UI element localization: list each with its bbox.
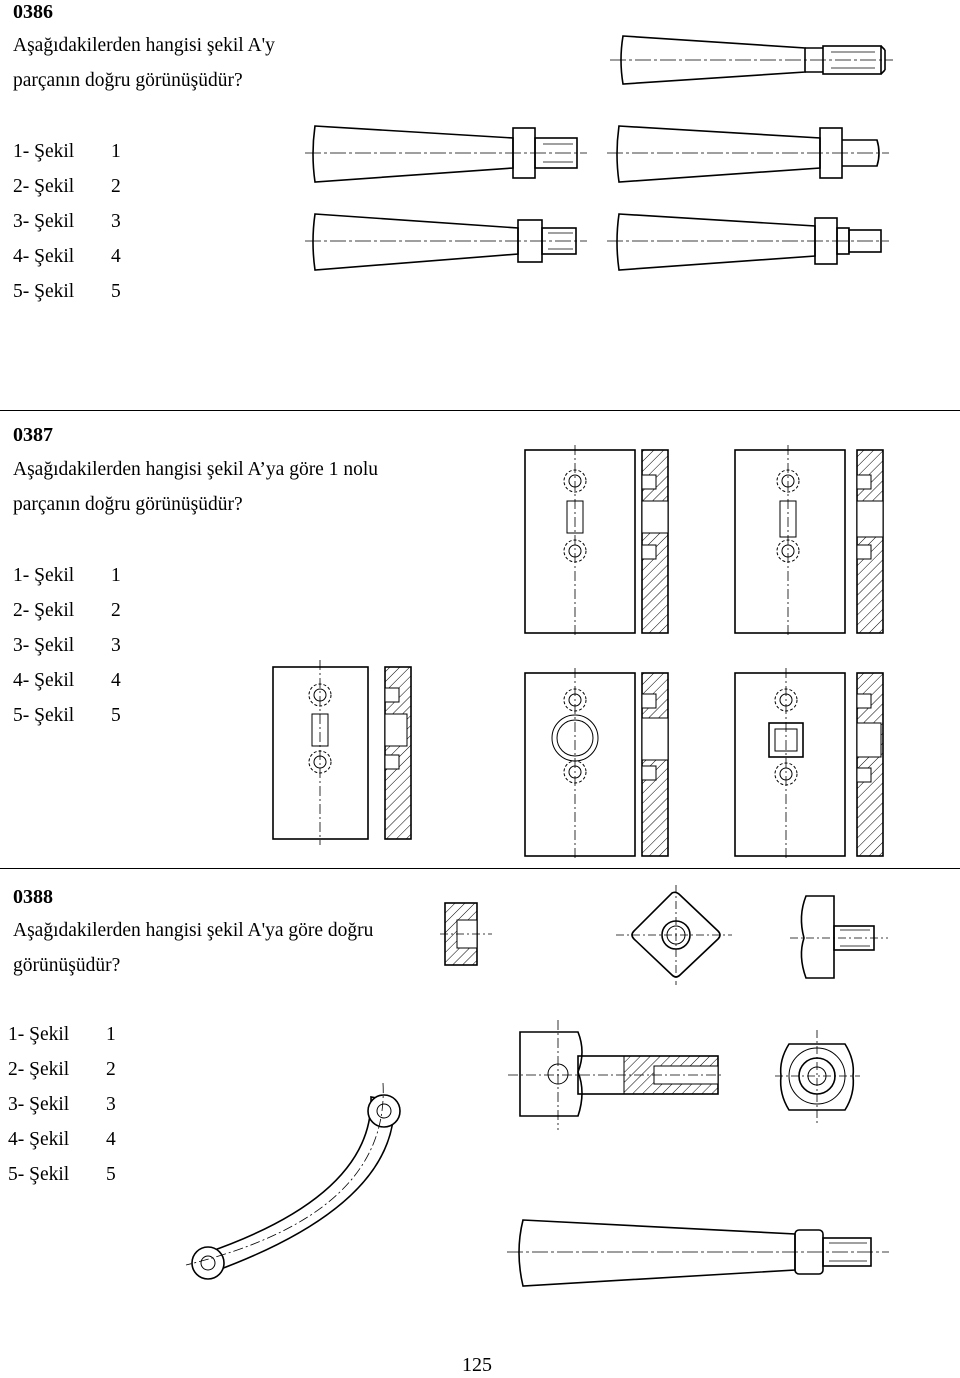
question-number: 0386 — [13, 1, 53, 23]
plate-front-view-3 — [272, 660, 412, 845]
question-text-line1: Aşağıdakilerden hangisi şekil A'ya göre … — [13, 920, 374, 941]
page-number: 125 — [462, 1354, 492, 1376]
question-text-line1: Aşağıdakilerden hangisi şekil A’ya göre … — [13, 459, 379, 480]
handle-figure-2 — [607, 125, 889, 183]
tapered-handle-figure — [507, 1219, 889, 1287]
plate-front-view-1 — [524, 445, 669, 635]
bolt-side-view — [790, 895, 888, 979]
handle-figure-4 — [607, 213, 889, 271]
question-number: 0387 — [13, 424, 53, 446]
curved-lever-figure — [185, 1082, 401, 1280]
question-number: 0388 — [13, 886, 53, 908]
plate-front-view-4 — [524, 668, 669, 858]
plate-front-view-2 — [734, 445, 884, 635]
question-text-line2: parçanın doğru görünüşüdür? — [13, 494, 243, 515]
section-view-figure — [440, 902, 492, 966]
plate-front-view-5 — [734, 668, 884, 858]
bolt-section-view — [508, 1020, 723, 1130]
handle-figure-1 — [305, 125, 587, 183]
handle-figure-a — [610, 35, 893, 85]
bolt-end-view — [775, 1030, 860, 1125]
handle-figure-3 — [305, 213, 587, 271]
question-text-line2: görünüşüdür? — [13, 955, 121, 976]
square-nut-view — [616, 885, 732, 985]
section-divider — [0, 868, 960, 869]
question-text-line1: Aşağıdakilerden hangisi şekil A'y — [13, 35, 275, 56]
section-divider — [0, 410, 960, 411]
question-text-line2: parçanın doğru görünüşüdür? — [13, 70, 243, 91]
